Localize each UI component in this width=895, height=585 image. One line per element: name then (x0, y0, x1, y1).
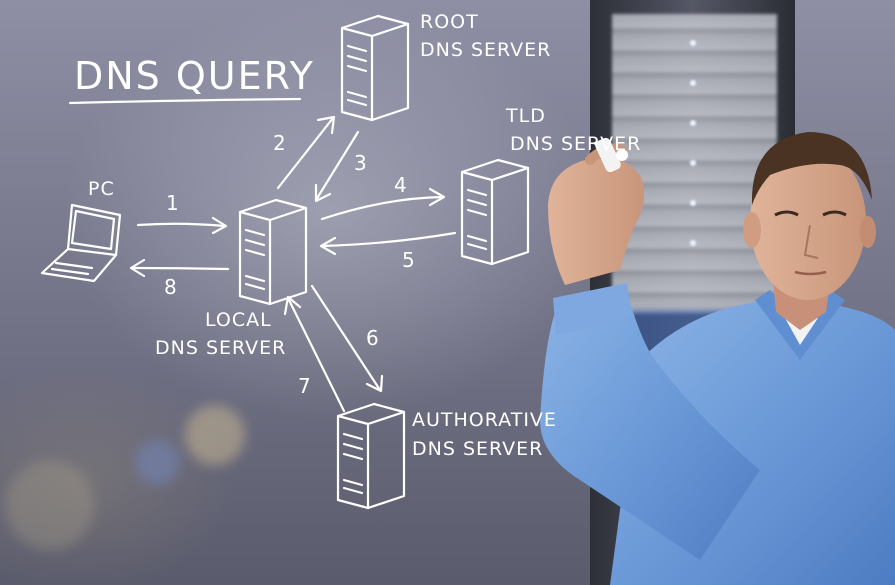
laptop-icon (40, 203, 122, 283)
local-label-line1: LOCAL (205, 309, 272, 331)
root-label-line1: ROOT (420, 11, 479, 33)
arrow-step-6 (310, 284, 384, 393)
root-server-icon (340, 14, 410, 122)
arrow-step-5 (319, 231, 457, 256)
arrow-step-8 (129, 258, 230, 278)
arrow-step-2 (276, 115, 336, 190)
auth-label-line1: AUTHORATIVE (412, 409, 557, 431)
step-number: 7 (298, 374, 312, 398)
title-underline (68, 97, 302, 105)
hand (548, 158, 644, 285)
arrow-step-3 (314, 130, 360, 203)
step-number: 4 (394, 173, 408, 197)
eye-right (822, 210, 847, 217)
step-number: 3 (354, 151, 368, 175)
tld-label-line2: DNS SERVER (510, 133, 641, 155)
head (750, 144, 866, 300)
rack-led (690, 120, 696, 126)
diagram-title: DNS QUERY (74, 54, 315, 98)
step-number: 1 (166, 191, 180, 215)
ear (860, 216, 876, 248)
marker-pen (595, 137, 621, 173)
local-server-icon (238, 198, 308, 306)
rack-led (690, 240, 696, 246)
authoritative-server-icon (336, 402, 406, 510)
mouth (794, 270, 827, 276)
rack-led (690, 160, 696, 166)
step-number: 8 (164, 275, 178, 299)
root-label-line2: DNS SERVER (420, 39, 551, 61)
ear (743, 212, 761, 248)
arrow-step-1 (136, 216, 228, 235)
bokeh-light (135, 440, 180, 485)
tld-server-icon (460, 158, 530, 266)
local-label-line2: DNS SERVER (155, 337, 286, 359)
shirt-arm (540, 285, 760, 560)
marker-tip (616, 149, 628, 161)
bokeh-light (185, 405, 245, 465)
step-number: 6 (366, 326, 380, 350)
step-number: 5 (402, 248, 416, 272)
pc-label: PC (88, 178, 115, 200)
nose (803, 224, 819, 259)
auth-label-line2: DNS SERVER (412, 438, 543, 460)
rack-led (690, 80, 696, 86)
rack-led (690, 200, 696, 206)
step-number: 2 (273, 131, 287, 155)
bokeh-light (5, 460, 95, 550)
eye-left (774, 210, 799, 217)
arrow-step-4 (320, 187, 446, 221)
rack-led (690, 40, 696, 46)
hair (751, 132, 872, 205)
arrow-step-7 (283, 295, 346, 413)
shirt-cuff (553, 283, 632, 335)
tld-label-line1: TLD (505, 105, 546, 127)
